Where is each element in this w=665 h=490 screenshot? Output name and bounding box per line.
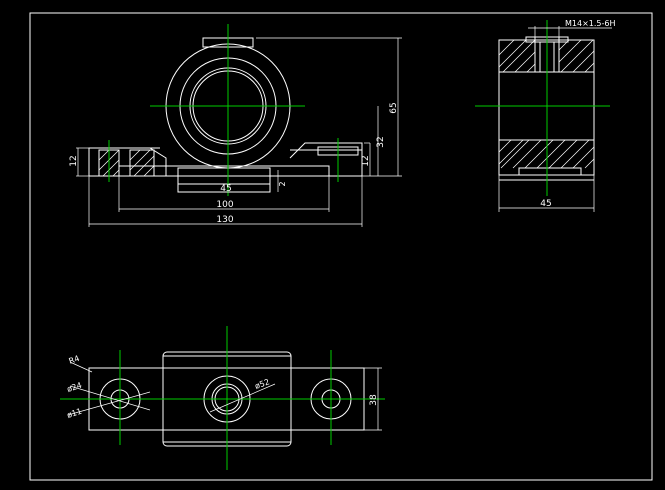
dim-height-total: 65 <box>389 102 399 113</box>
dim-height-axis: 32 <box>376 136 386 147</box>
side-dim-width: 45 <box>540 199 551 209</box>
front-view-centerlines <box>108 24 339 196</box>
bore-label: ø52 <box>254 377 271 391</box>
left-foot-web <box>129 149 155 177</box>
front-view-dimensions <box>76 37 402 227</box>
dim-small: 2 <box>278 181 287 186</box>
dim-base-thickness: 12 <box>361 155 371 166</box>
front-view-hatch <box>98 149 155 177</box>
radius-label: R4 <box>68 354 81 366</box>
drawing-frame <box>29 12 653 481</box>
base-outline-right <box>289 142 363 177</box>
side-base-strip <box>518 167 582 176</box>
side-view-centerlines <box>475 20 610 196</box>
dim-slot-width: 45 <box>220 184 231 194</box>
hole-dia-right: ø11 <box>66 407 83 420</box>
top-dim-depth: 38 <box>369 394 379 406</box>
side-view-hatch <box>498 39 595 169</box>
front-view <box>88 37 363 193</box>
top-view-dimensions <box>67 361 382 431</box>
dim-overall-length: 130 <box>216 215 233 225</box>
dim-base-thickness-left: 12 <box>69 155 79 166</box>
hole-dia-left: ø24 <box>66 381 83 394</box>
side-view-dimensions <box>498 26 612 212</box>
thread-callout: M14×1.5-6H <box>565 19 616 28</box>
top-view-centerlines <box>60 326 385 470</box>
dim-hole-spacing: 100 <box>216 200 233 210</box>
